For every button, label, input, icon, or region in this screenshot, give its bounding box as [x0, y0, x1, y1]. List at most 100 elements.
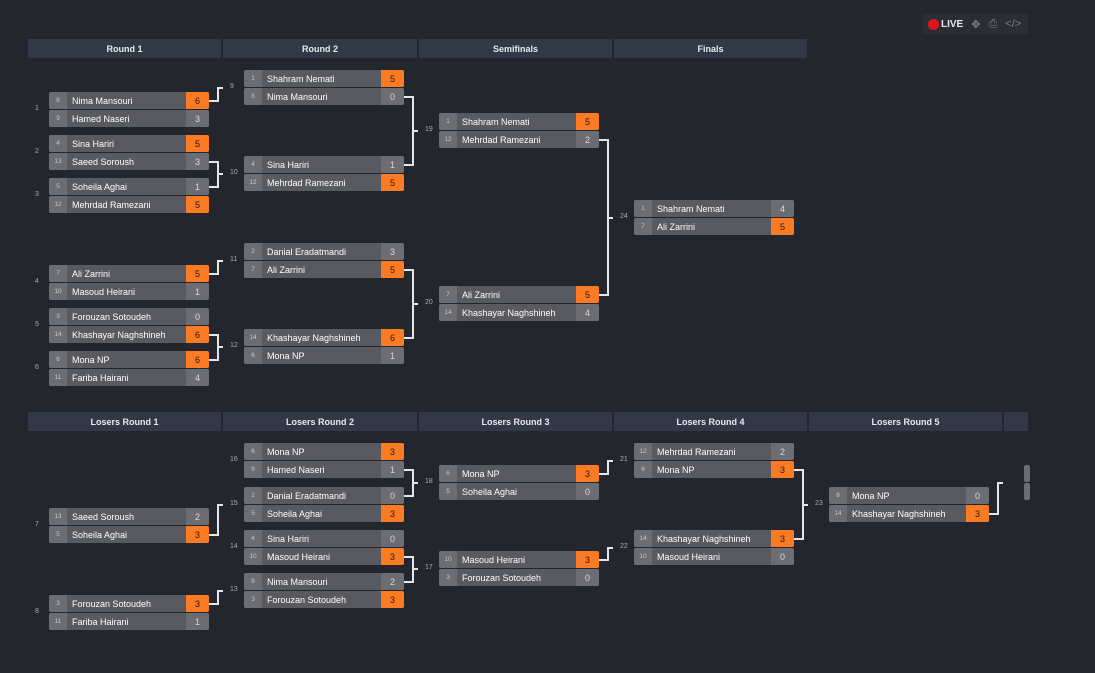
- connector-line: [599, 547, 613, 561]
- connector-line: [404, 96, 414, 166]
- seed: 12: [439, 131, 457, 148]
- team-name: Mehrdad Ramezani: [267, 177, 346, 188]
- team-name: Masoud Heirani: [267, 551, 331, 562]
- team-row[interactable]: [1024, 483, 1030, 500]
- score: 6: [186, 351, 209, 368]
- score: 0: [381, 88, 404, 105]
- seed: 14: [439, 304, 457, 321]
- team-name: Mona NP: [267, 446, 305, 457]
- score: 1: [381, 156, 404, 173]
- live-indicator[interactable]: LIVE: [928, 18, 963, 30]
- team-name: Soheila Aghai: [267, 508, 323, 519]
- embed-code-icon[interactable]: </>: [1005, 18, 1022, 30]
- seed: 10: [244, 548, 262, 565]
- match-number: 7: [35, 521, 39, 528]
- seed: 6: [439, 465, 457, 482]
- match-25[interactable]: [1024, 465, 1030, 501]
- print-icon[interactable]: ⎙: [988, 17, 998, 30]
- seed: 7: [634, 218, 652, 235]
- fullscreen-icon[interactable]: ✥: [971, 18, 981, 31]
- seed: 6: [244, 443, 262, 460]
- match-number: 11: [230, 256, 238, 263]
- team-row[interactable]: [1024, 465, 1030, 482]
- score: 1: [186, 178, 209, 195]
- score: 0: [771, 548, 794, 565]
- team-name: Hamed Naseri: [72, 113, 130, 124]
- team-name: Nima Mansouri: [267, 576, 328, 587]
